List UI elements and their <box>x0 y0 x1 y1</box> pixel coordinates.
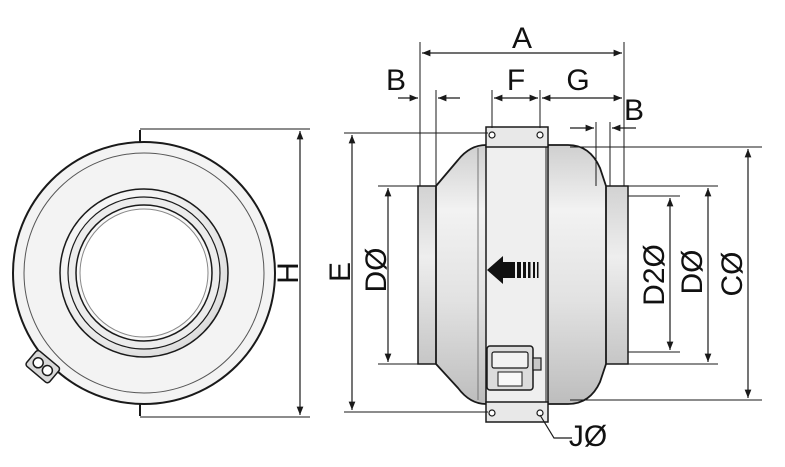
airflow-arrow-icon <box>487 256 539 284</box>
g-label: G <box>566 64 589 97</box>
side-view: A B F G B E DØ <box>324 22 762 453</box>
a-label: A <box>512 22 532 55</box>
d-left-label: DØ <box>360 248 393 293</box>
h-label: H <box>272 262 305 284</box>
d2-label: D2Ø <box>638 244 671 306</box>
terminal-box-icon <box>486 345 542 391</box>
housing-rim-ring <box>23 152 265 394</box>
e-label: E <box>324 262 357 282</box>
b-right-label: B <box>624 94 644 127</box>
top-bracket <box>485 126 549 148</box>
bottom-bracket <box>485 401 549 423</box>
c-label: CØ <box>716 252 749 297</box>
cable-gland-icon <box>25 349 61 384</box>
j-leader-line <box>539 414 572 439</box>
f-label: F <box>507 64 525 97</box>
j-label: JØ <box>569 420 607 453</box>
d-right-label: DØ <box>676 250 709 295</box>
front-view: H <box>12 128 310 418</box>
inlet-opening <box>79 208 209 338</box>
b-left-label: B <box>386 64 406 97</box>
